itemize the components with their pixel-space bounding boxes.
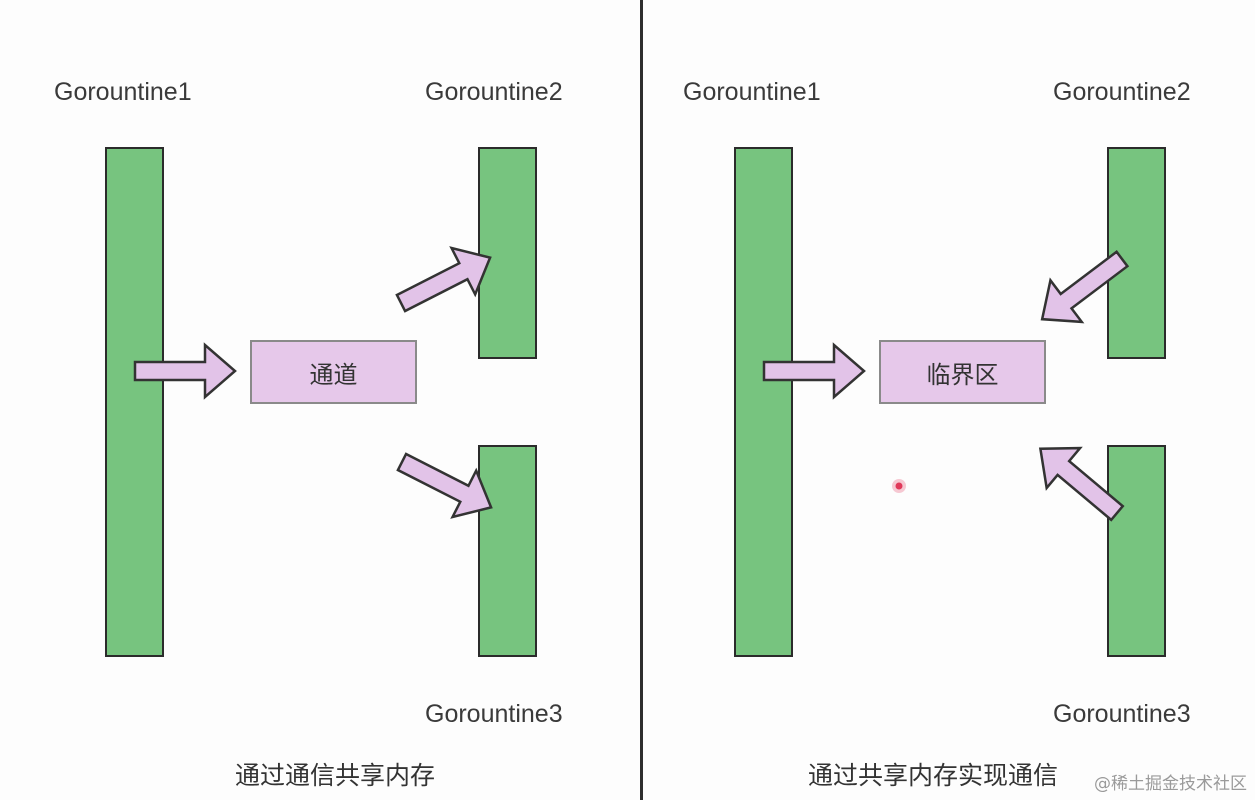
left-arrow-g1-to-channel <box>133 342 237 400</box>
right-goroutine1-bar <box>734 147 793 657</box>
left-goroutine1-bar <box>105 147 164 657</box>
left-goroutine2-bar <box>478 147 537 359</box>
left-goroutine2-label: Gorountine2 <box>425 78 563 106</box>
left-arrow-to-g2 <box>395 246 492 313</box>
right-goroutine2-label: Gorountine2 <box>1053 78 1191 106</box>
right-goroutine1-label: Gorountine1 <box>683 78 821 106</box>
right-goroutine3-label: Gorountine3 <box>1053 700 1191 728</box>
left-goroutine3-bar <box>478 445 537 657</box>
critical-section-box: 临界区 <box>879 340 1046 404</box>
right-goroutine3-bar <box>1107 445 1166 657</box>
watermark: @稀土掘金技术社区 <box>1094 774 1247 794</box>
left-goroutine3-label: Gorountine3 <box>425 700 563 728</box>
right-arrow-g1-to-critical <box>762 342 866 400</box>
left-goroutine1-label: Gorountine1 <box>54 78 192 106</box>
left-caption: 通过通信共享内存 <box>235 761 436 790</box>
panel-divider <box>640 0 643 800</box>
channel-box: 通道 <box>250 340 417 404</box>
right-arrow-g3-to-critical <box>1038 446 1125 522</box>
left-arrow-to-g3 <box>396 452 493 519</box>
right-caption: 通过共享内存实现通信 <box>808 761 1059 790</box>
cursor-dot-center <box>895 482 903 490</box>
right-arrow-g2-to-critical <box>1040 250 1130 324</box>
